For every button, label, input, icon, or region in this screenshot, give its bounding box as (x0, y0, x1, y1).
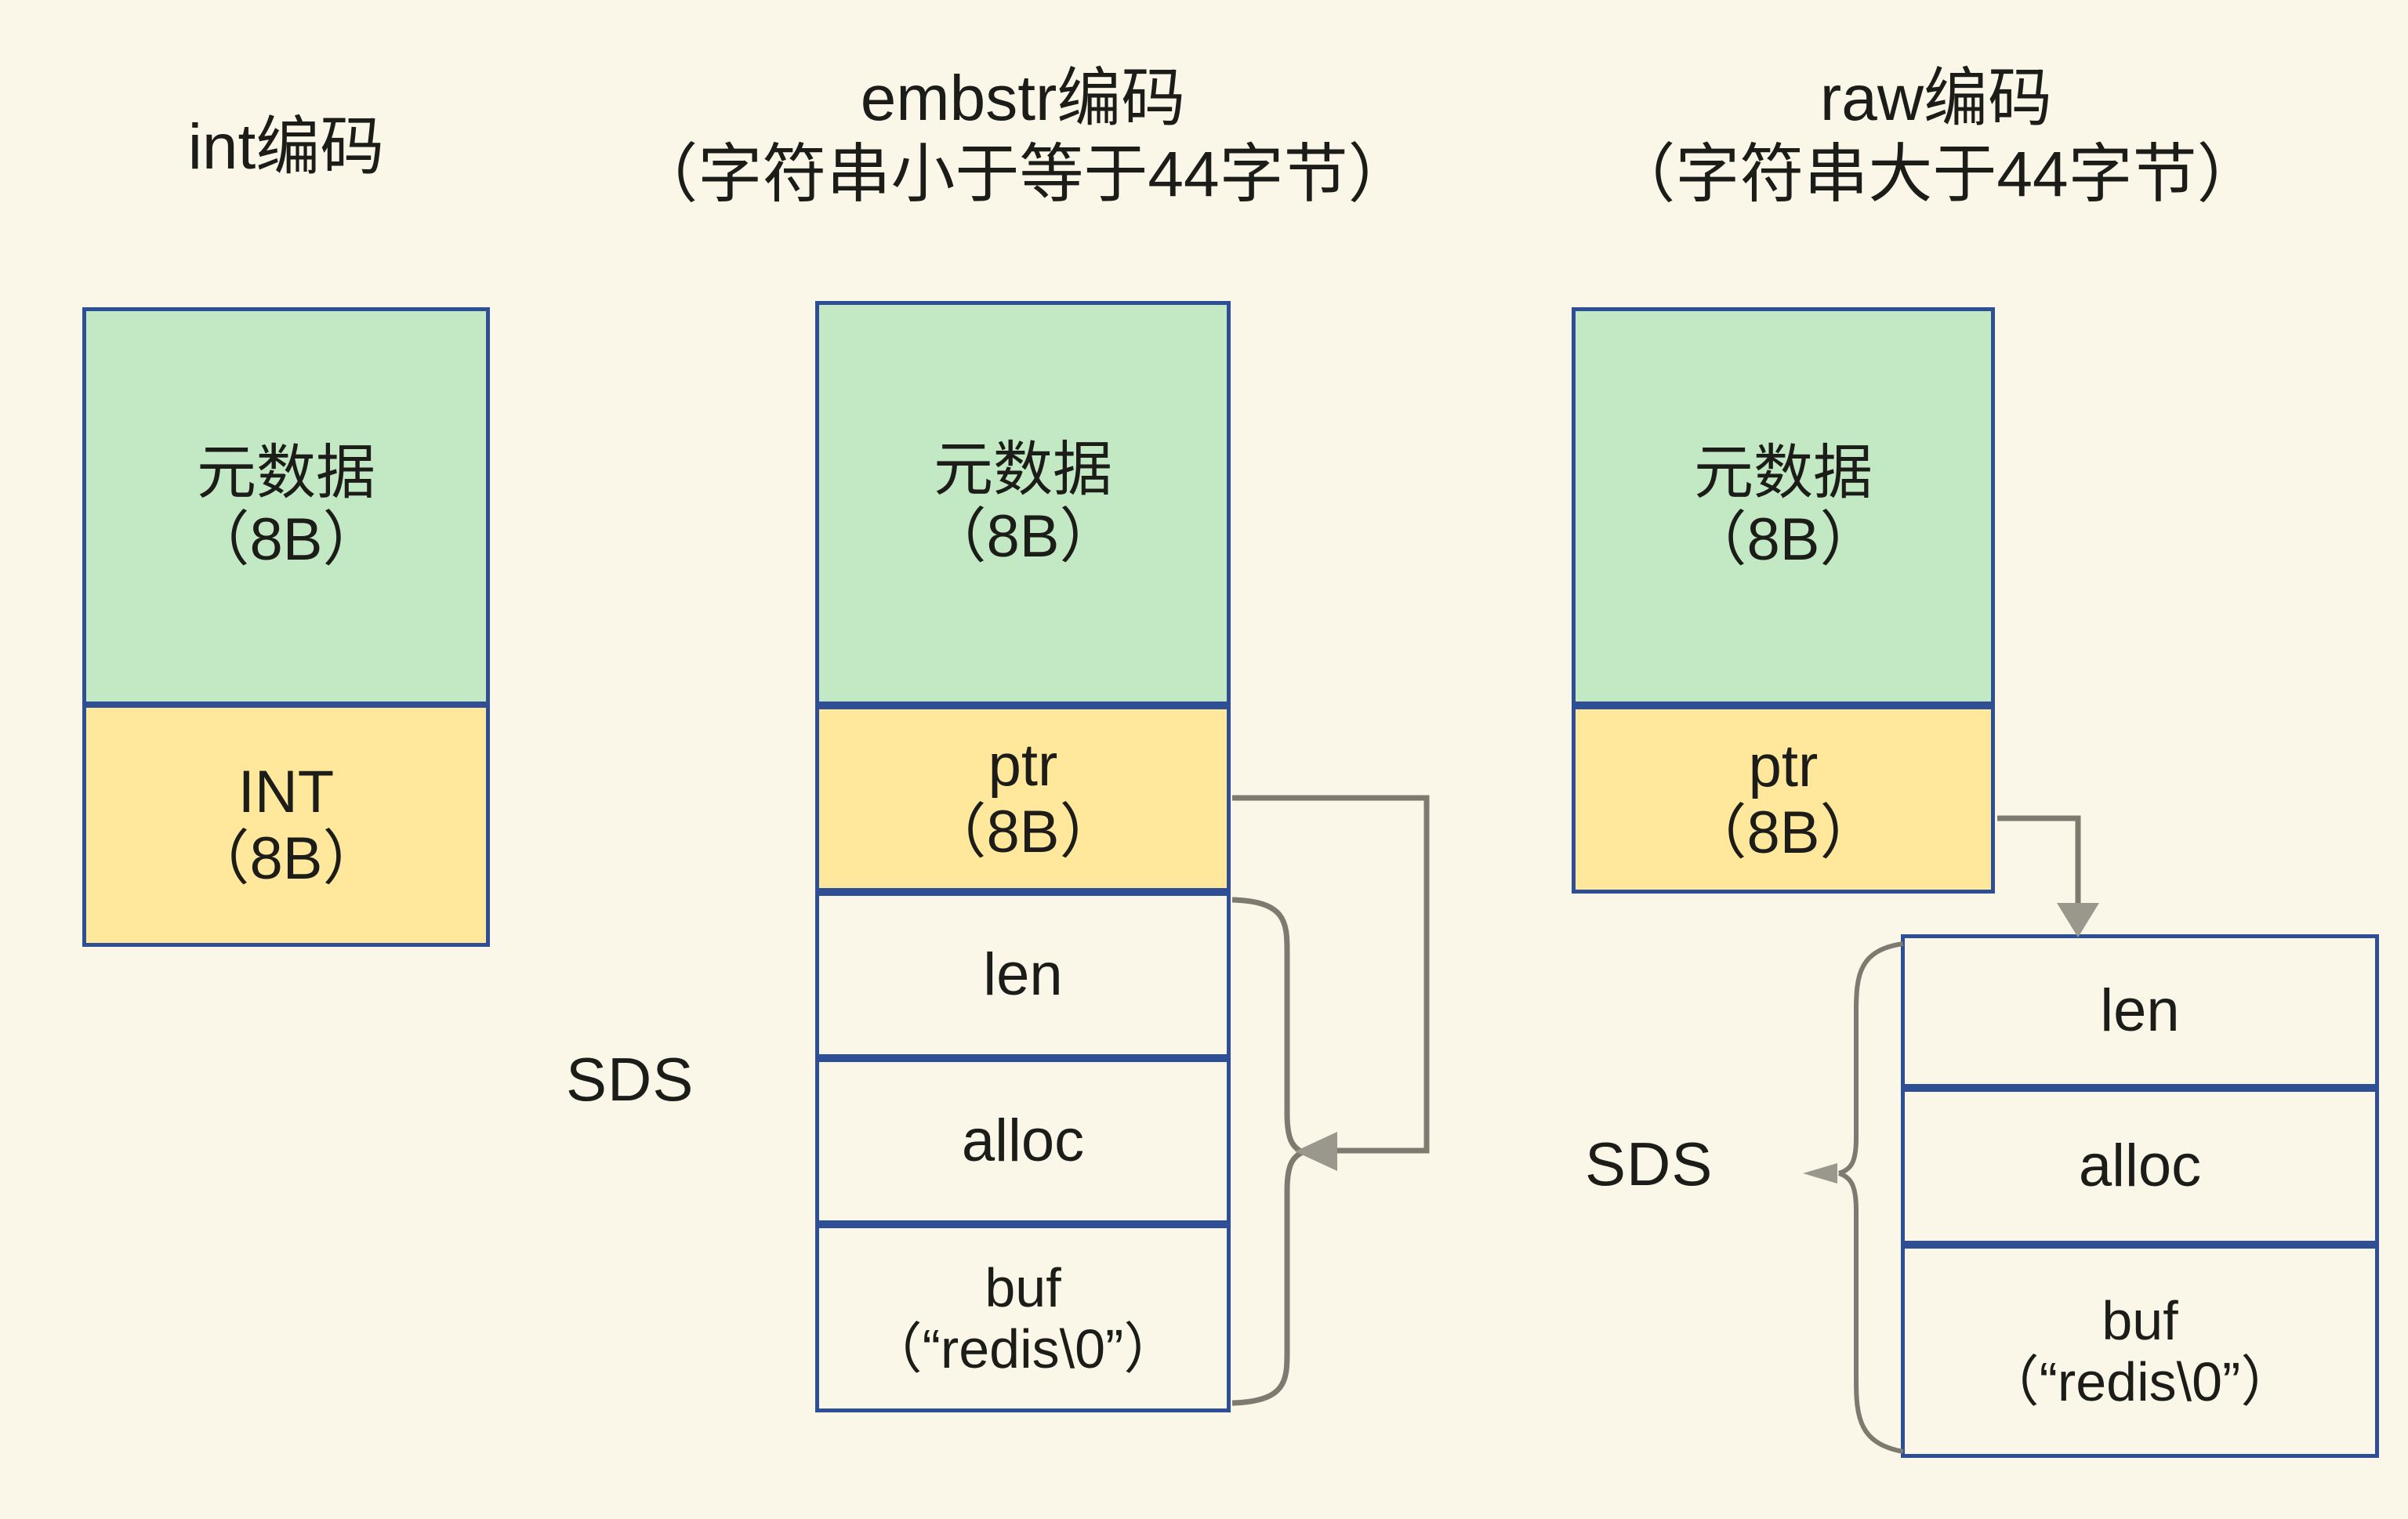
sds-label-embstr: SDS (566, 1045, 694, 1114)
brace-raw-sds (1803, 941, 1904, 1454)
brace-embstr-sds (1231, 897, 1304, 1406)
box-embstr-alloc: alloc (815, 1058, 1231, 1224)
arrow-embstr-ptr-to-sds (1232, 795, 1430, 1171)
box-embstr-ptr: ptr （8B） (815, 705, 1231, 892)
sds-label-raw: SDS (1585, 1129, 1714, 1198)
box-raw-ptr: ptr （8B） (1572, 705, 1995, 894)
box-raw-metadata: 元数据 （8B） (1572, 307, 1995, 705)
box-embstr-len: len (815, 892, 1231, 1058)
column-title-int: int编码 (187, 111, 385, 183)
column-title-embstr: embstr编码 （字符串小于等于44字节） (633, 63, 1413, 210)
box-raw-buf: buf （“redis\0”） (1901, 1245, 2379, 1458)
column-title-raw: raw编码 （字符串大于44字节） (1611, 63, 2261, 210)
box-embstr-buf: buf （“redis\0”） (815, 1224, 1231, 1412)
box-raw-len: len (1901, 934, 2379, 1088)
box-raw-alloc: alloc (1901, 1088, 2379, 1245)
box-int-value: INT （8B） (82, 704, 490, 947)
arrow-raw-ptr-to-sds (1997, 815, 2099, 937)
box-int-metadata: 元数据 （8B） (82, 307, 490, 705)
box-embstr-metadata: 元数据 （8B） (815, 301, 1231, 705)
